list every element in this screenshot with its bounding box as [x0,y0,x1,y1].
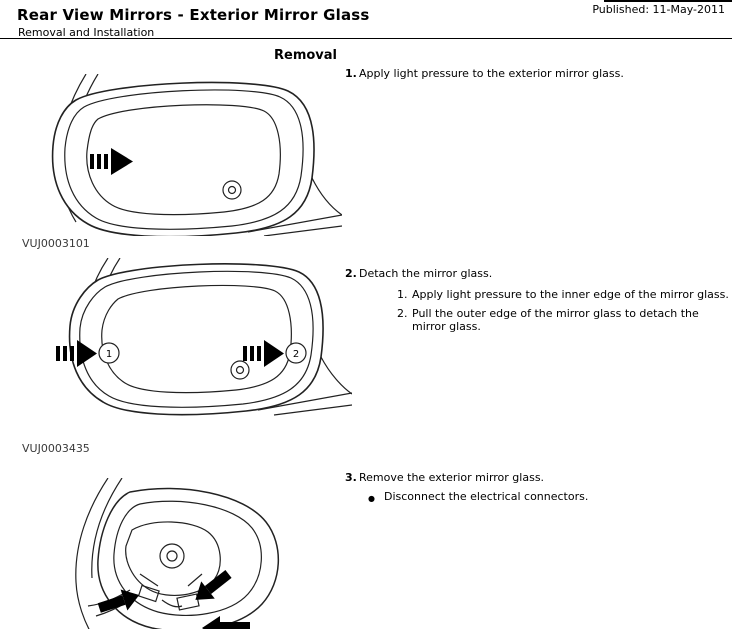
substep-1-number: 1. [397,288,408,301]
door-pillar-lines [75,478,123,629]
page-subtitle: Removal and Installation [18,26,155,39]
substep-2-text: Pull the outer edge of the mirror glass … [412,307,699,333]
step-1-number: 1. [345,67,357,80]
bullet-icon: ● [368,494,375,503]
substep-2-number: 2. [397,307,408,320]
published-date: Published: 11-May-2011 [592,3,725,16]
pressure-arrow-icon [90,148,133,175]
mirror-glass [86,104,281,216]
step-3: 3. Remove the exterior mirror glass. [345,471,710,484]
step-1: 1. Apply light pressure to the exterior … [345,67,710,80]
callout-2: 2 [285,342,307,364]
mirror-drawing-2: 1 2 [56,258,352,416]
step-2: 2. Detach the mirror glass. [345,267,710,280]
pull-arrow-right-icon [243,340,284,367]
connector-arrow-left-icon [97,589,140,613]
step-2-text: Detach the mirror glass. [359,267,493,280]
step-2-substep-1: 1. Apply light pressure to the inner edg… [397,288,730,301]
figure-apply-pressure: VUJ0003101 [12,74,347,266]
figure-detach-glass: 1 2 VUJ0003435 [12,258,357,458]
callout-1-number: 1 [106,349,112,360]
connector-arrow-right-icon [195,570,232,600]
step-1-text: Apply light pressure to the exterior mir… [359,67,624,80]
step-3-text: Remove the exterior mirror glass. [359,471,545,484]
mirror-housing [51,81,315,236]
connector-arrow-bottom-icon [202,616,250,629]
callout-1: 1 [98,342,120,364]
section-heading-removal: Removal [274,48,338,63]
figure-disconnect-connectors [12,478,322,629]
figure-1-label: VUJ0003101 [22,237,90,250]
mirror-drawing-1 [51,74,342,236]
connector-arrows [97,570,250,629]
substep-1-text: Apply light pressure to the inner edge o… [412,288,729,301]
step-3-bullet-item: ● Disconnect the electrical connectors. [368,490,710,505]
press-arrow-left-icon [56,340,97,367]
step-3-number: 3. [345,471,357,484]
page-title: Rear View Mirrors - Exterior Mirror Glas… [17,6,370,24]
step-2-number: 2. [345,267,357,280]
mirror-mechanism [125,521,221,597]
bullet-text: Disconnect the electrical connectors. [384,490,589,503]
header-divider [0,38,732,39]
mirror-sail-lines [247,177,342,236]
mirror-glass [101,284,292,394]
step-2-substep-2: 2. Pull the outer edge of the mirror gla… [397,307,729,333]
callout-2-number: 2 [293,349,299,360]
mirror-drawing-3 [75,478,279,629]
figure-2-label: VUJ0003435 [22,442,90,455]
top-divider [604,0,732,2]
mirror-sail-lines [257,356,352,416]
